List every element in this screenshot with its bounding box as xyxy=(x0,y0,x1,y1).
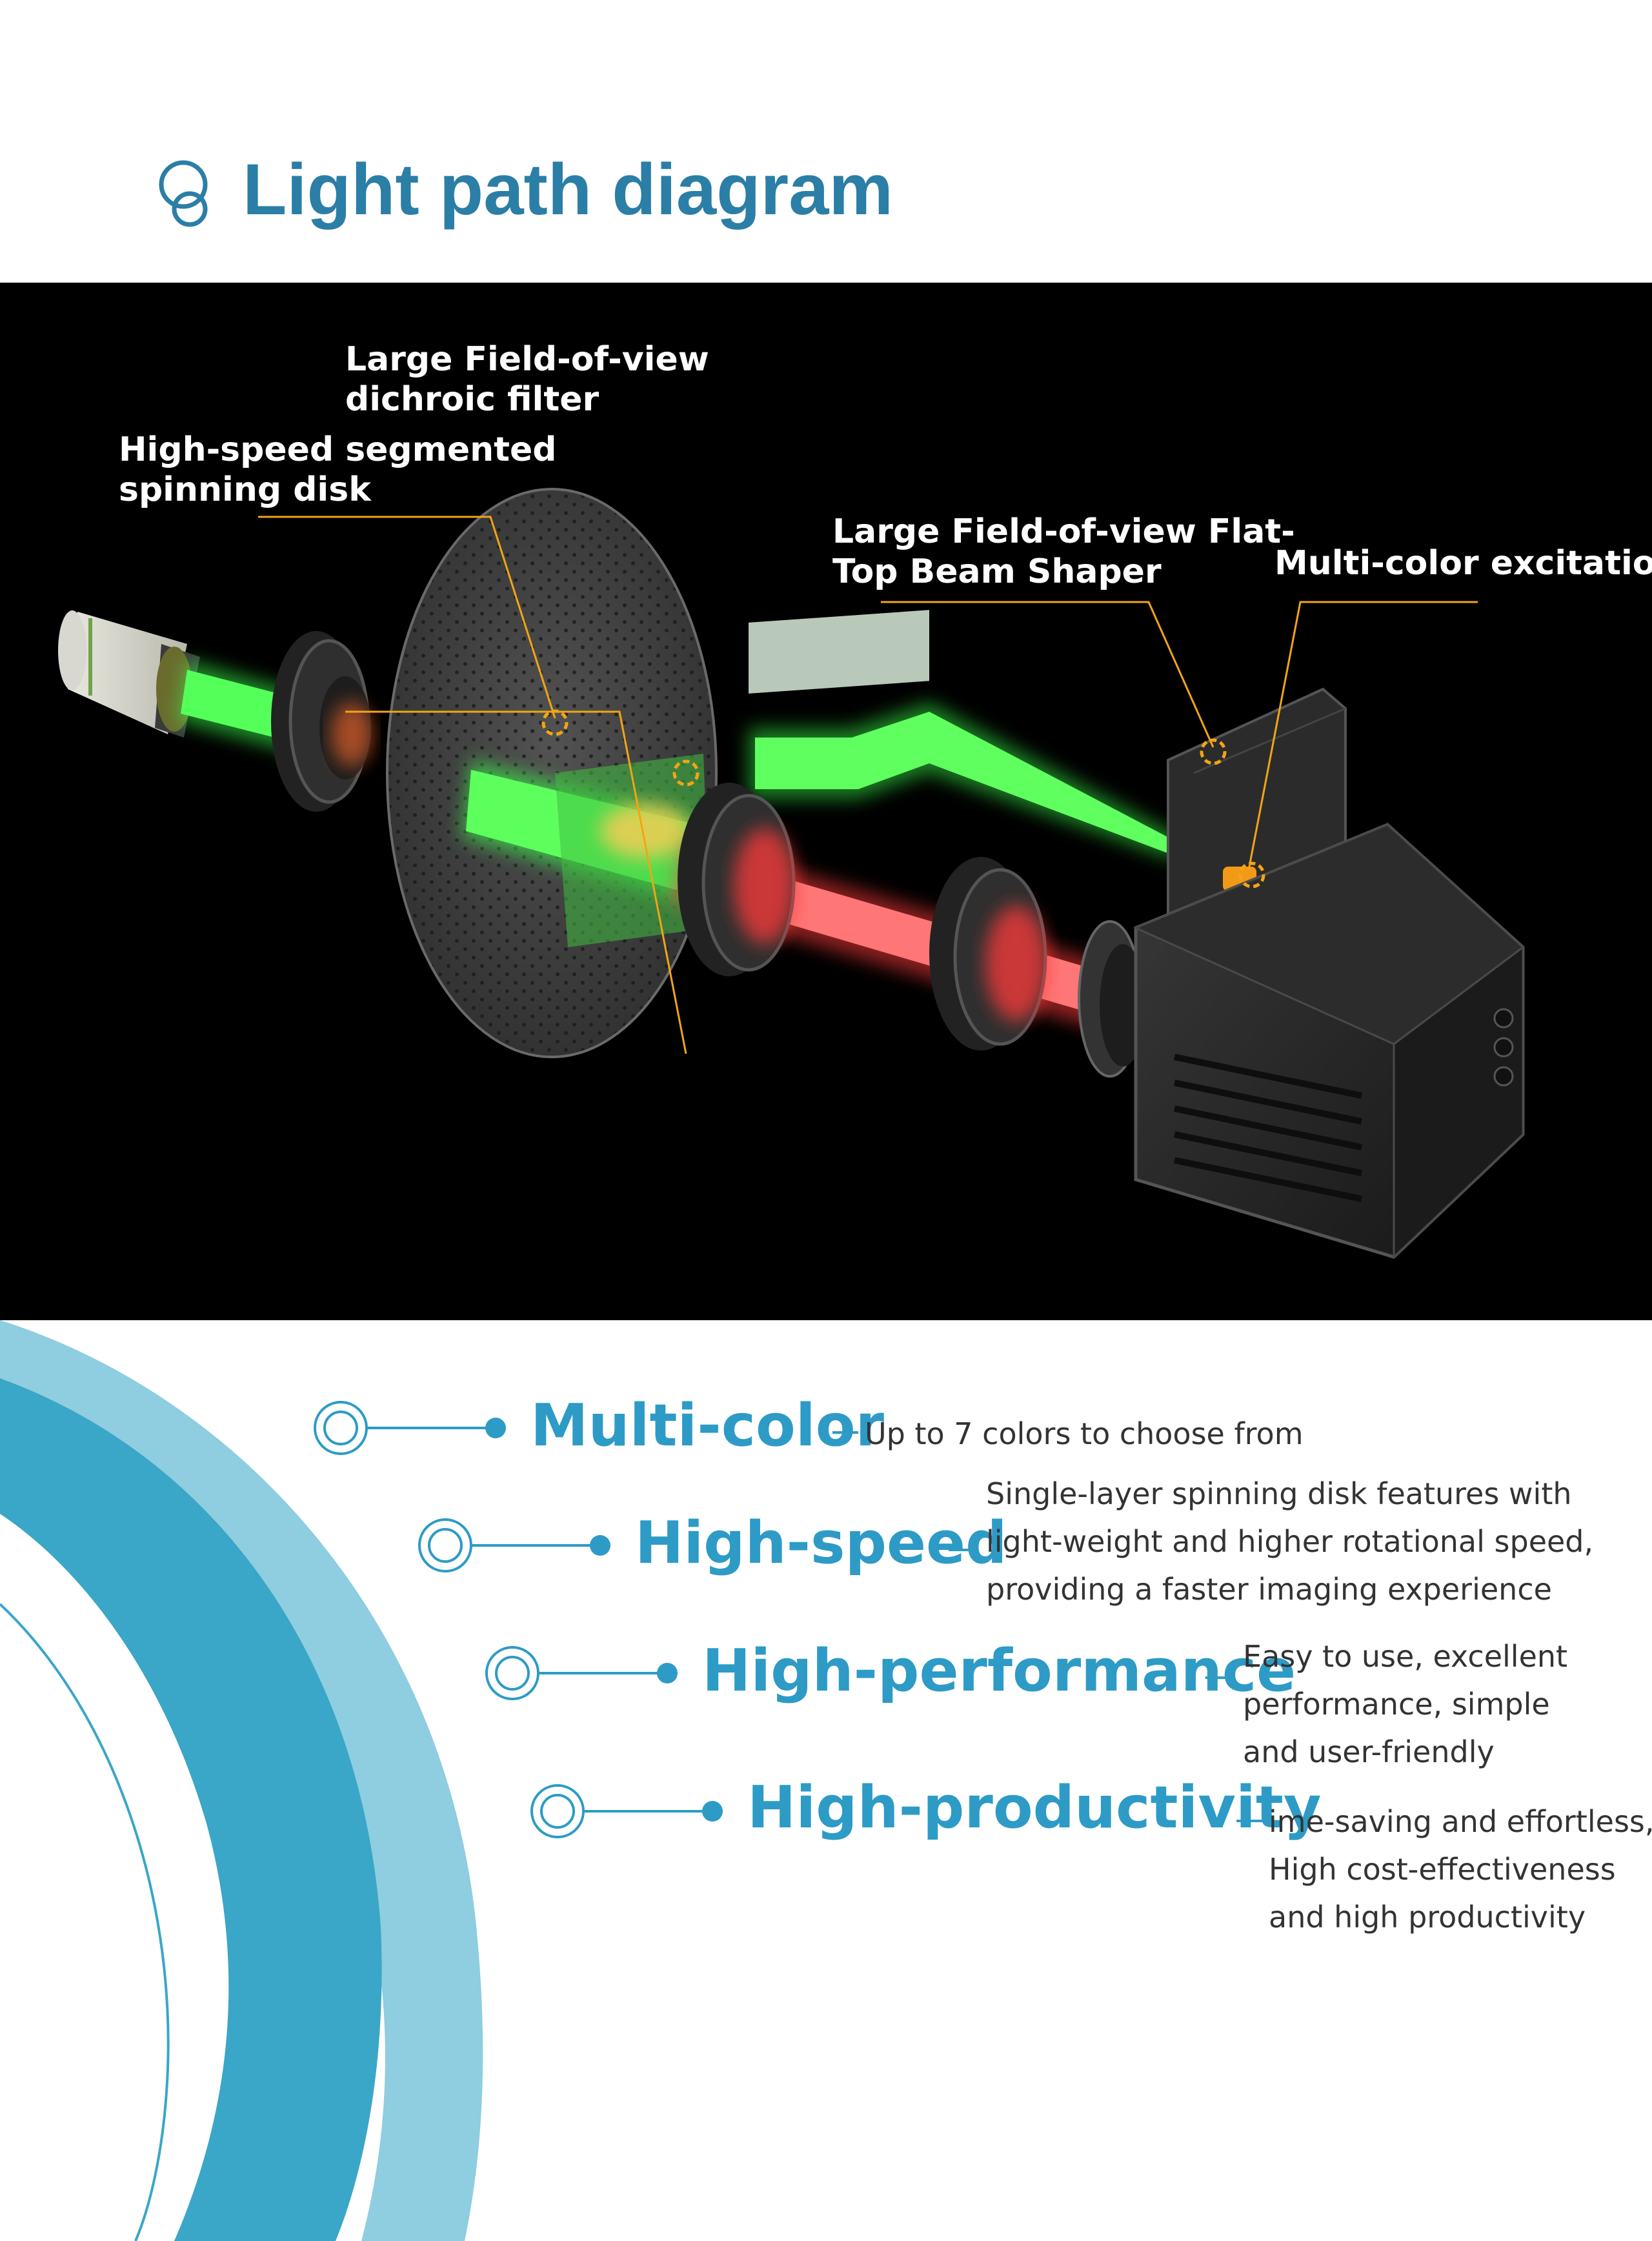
feature-description: ime-saving and effortless, High cost-eff… xyxy=(1269,1798,1652,1941)
feature-description-line: performance, simple xyxy=(1243,1687,1550,1722)
target-bullet-icon xyxy=(314,1401,506,1455)
dichroic-filter xyxy=(555,754,710,947)
lens-mount xyxy=(929,857,1047,1050)
feature-title: Multi-color xyxy=(530,1392,884,1460)
lens-mount xyxy=(678,783,796,976)
callout-leader-lines xyxy=(258,516,1478,1054)
rings-icon xyxy=(159,160,208,227)
feature-dash xyxy=(949,1549,974,1551)
feature-dash xyxy=(1205,1676,1230,1679)
feature-title: High-speed xyxy=(635,1509,1007,1577)
callout-dichroic-filter: Large Field-of-view dichroic filter xyxy=(345,339,709,419)
feature-dash xyxy=(1236,1820,1262,1822)
feature-description-line: Easy to use, excellent xyxy=(1243,1639,1568,1674)
target-bullet-icon xyxy=(418,1518,610,1573)
target-bullet-icon xyxy=(530,1784,723,1838)
light-path-diagram: Large Field-of-view dichroic filter High… xyxy=(0,283,1652,1320)
feature-description-line: and user-friendly xyxy=(1243,1734,1495,1769)
feature-description-line: Single-layer spinning disk features with xyxy=(986,1476,1572,1511)
callout-line: Multi-color excitation xyxy=(1274,544,1652,583)
callout-line: Large Field-of-view xyxy=(345,340,709,379)
feature-description: Up to 7 colors to choose from xyxy=(865,1410,1304,1458)
feature-description-line: and high productivity xyxy=(1269,1900,1586,1934)
feature-description-line: light-weight and higher rotational speed… xyxy=(986,1524,1594,1559)
callout-multi-color-excitation: Multi-color excitation xyxy=(1274,543,1652,583)
decorative-arcs xyxy=(0,1320,483,2241)
callout-spinning-disk: High-speed segmented spinning disk xyxy=(119,430,556,510)
feature-description-line: High cost-effectiveness xyxy=(1269,1852,1616,1887)
callout-line: dichroic filter xyxy=(345,380,599,419)
feature-title: High-productivity xyxy=(747,1774,1322,1842)
callout-target-markers xyxy=(541,709,1265,889)
page-title: Light path diagram xyxy=(243,149,893,230)
target-bullet-icon xyxy=(485,1646,678,1700)
camera-body xyxy=(1133,823,1525,1260)
feature-description: Easy to use, excellent performance, simp… xyxy=(1243,1633,1567,1776)
feature-title: High-performance xyxy=(702,1637,1296,1705)
callout-line: spinning disk xyxy=(119,470,371,509)
optical-assembly-illustration xyxy=(58,488,1525,1260)
callout-line: Large Field-of-view Flat- xyxy=(832,512,1295,551)
objective-lens xyxy=(58,610,200,738)
feature-description: Single-layer spinning disk features with… xyxy=(986,1470,1593,1613)
callout-beam-shaper: Large Field-of-view Flat- Top Beam Shape… xyxy=(832,512,1295,592)
mirror xyxy=(749,610,929,694)
green-beam-segment xyxy=(749,702,1181,860)
feature-description-line: Up to 7 colors to choose from xyxy=(865,1416,1304,1451)
feature-description-line: ime-saving and effortless, xyxy=(1269,1804,1652,1839)
feature-dash xyxy=(832,1431,858,1434)
feature-description-line: providing a faster imaging experience xyxy=(986,1572,1552,1607)
lens-mount xyxy=(271,631,372,812)
callout-line: High-speed segmented xyxy=(119,430,557,469)
callout-line: Top Beam Shaper xyxy=(832,552,1162,591)
